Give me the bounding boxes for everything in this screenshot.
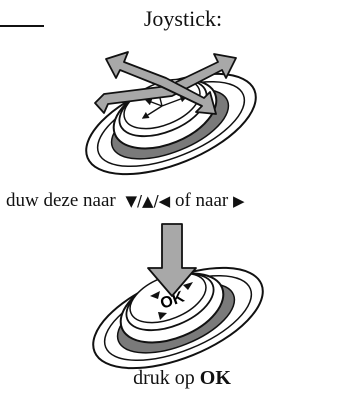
tilt-instruction: duw deze naar ▼/▲/◀ of naar ▶ — [6, 189, 360, 213]
joystick-title: Joystick: — [143, 6, 223, 31]
down-arrow-icon — [141, 105, 163, 119]
joystick-press-illustration: OK — [92, 223, 264, 370]
instruction-text: duw deze naar — [6, 190, 116, 211]
right-triangle-icon — [183, 282, 193, 290]
instruction-connector: of naar — [174, 190, 229, 211]
press-instruction: druk op OK — [112, 366, 252, 390]
left-triangle-icon — [150, 291, 160, 299]
left-arrow-icon — [144, 98, 163, 107]
right-arrow-icon — [161, 95, 188, 107]
divider-line — [0, 25, 44, 27]
tilt-direction-arrows-icon — [94, 51, 237, 115]
down-triangle-icon — [158, 312, 167, 320]
joystick-tilt-illustration — [85, 51, 257, 176]
press-arrow-icon — [147, 223, 197, 297]
direction-glyphs: ▼/▲/◀ — [125, 192, 171, 210]
caption-prefix: druk op — [133, 367, 195, 389]
caption-ok: OK — [199, 367, 231, 389]
right-direction-glyph: ▶ — [232, 192, 245, 210]
